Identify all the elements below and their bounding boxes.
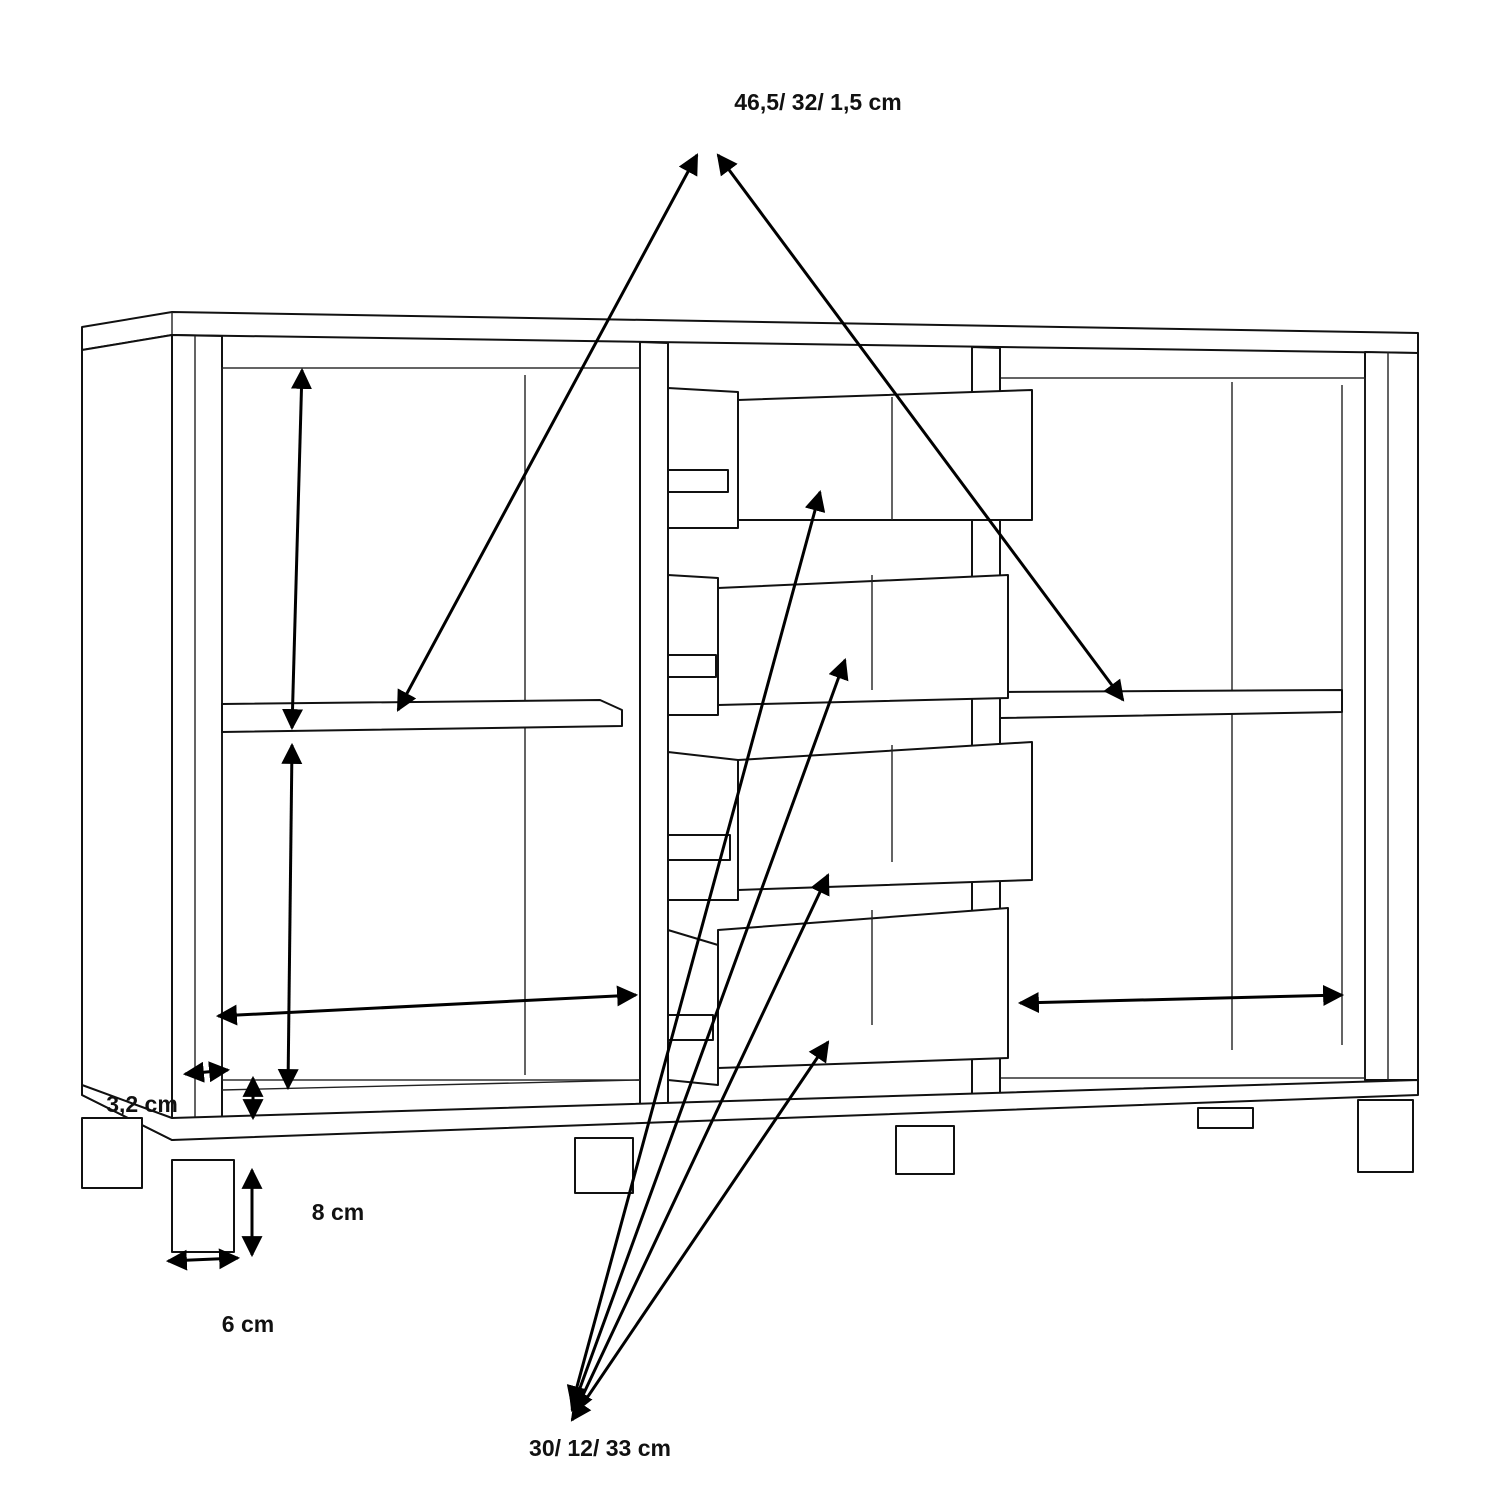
upper-compartment-height-arrow (282, 367, 312, 731)
drawer-2 (667, 574, 1009, 716)
frame-width-arrow (182, 1061, 231, 1083)
left-compartment-width-arrow (215, 985, 639, 1026)
drawer-dimensions-label: 30/ 12/ 33 cm (529, 1435, 671, 1461)
shelf-arrow-left (396, 153, 699, 712)
leg-width-label: 6 cm (221, 1311, 275, 1337)
leg-height-label: 8 cm (311, 1199, 365, 1225)
leg-width-arrow (165, 1248, 241, 1271)
lower-compartment-height-arrow (277, 742, 303, 1091)
shelf-arrow-right (716, 153, 1125, 702)
right-compartment-width-arrow (1017, 984, 1345, 1014)
frame-thickness-label: 3,2 cm (106, 1091, 178, 1117)
shelf-dimensions-label: 46,5/ 32/ 1,5 cm (734, 89, 902, 115)
drawer-arrow-4 (570, 1040, 830, 1422)
dimension-arrows (165, 153, 1345, 1422)
drawer-3 (667, 741, 1033, 901)
drawer-1 (667, 387, 1033, 529)
drawer-4 (667, 907, 1009, 1086)
